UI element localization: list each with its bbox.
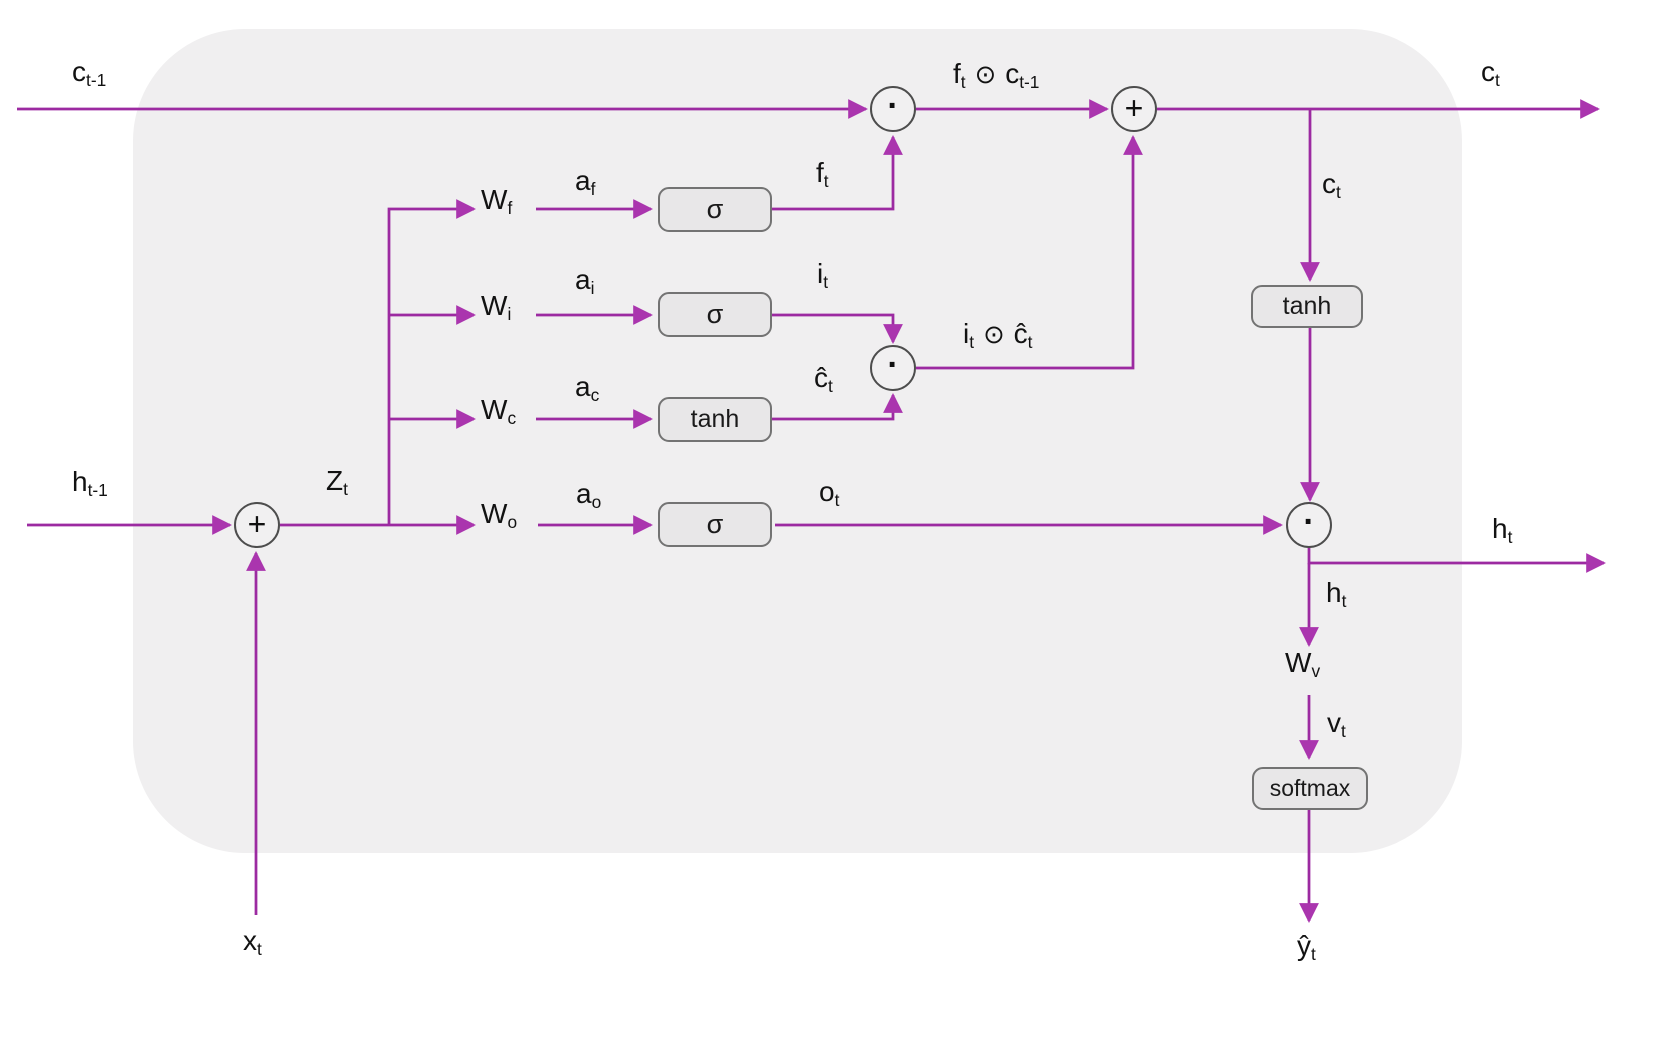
softmax-box: softmax	[1252, 767, 1368, 810]
label-ft-odot-cprev: ft⊙ct-1	[953, 58, 1040, 92]
candidate-gate-label: tanh	[690, 405, 740, 433]
label-ot: ot	[819, 476, 840, 510]
label-wc: Wc	[481, 394, 517, 428]
label-af: af	[575, 165, 596, 199]
label-wi: Wi	[481, 290, 512, 324]
cell-tanh-label: tanh	[1282, 292, 1332, 320]
forget-gate-label: σ	[706, 194, 724, 224]
add-node-z: +	[234, 502, 280, 548]
wire-candidate-to-mul	[772, 393, 903, 421]
multiply-node-forget: ·	[870, 86, 916, 132]
add-glyph: +	[247, 505, 267, 542]
label-it: it	[817, 258, 829, 292]
label-vt: vt	[1327, 707, 1346, 741]
label-yhat-t: ŷt	[1297, 930, 1316, 964]
multiply-node-hidden: ·	[1286, 502, 1332, 548]
output-gate-label: σ	[706, 509, 724, 539]
label-ao: ao	[576, 478, 602, 512]
forget-gate-box: σ	[658, 187, 772, 232]
wire-mulinput-to-add	[916, 135, 1143, 370]
multiply-glyph: ·	[887, 346, 899, 384]
label-wf: Wf	[481, 184, 513, 218]
softmax-label: softmax	[1269, 775, 1351, 801]
label-ct-out: ct	[1481, 56, 1500, 90]
label-c-prev: ct-1	[72, 56, 107, 90]
cell-tanh-box: tanh	[1251, 285, 1363, 328]
add-glyph: +	[1124, 89, 1144, 126]
multiply-glyph: ·	[1303, 503, 1315, 541]
label-chat-t: ĉt	[814, 362, 833, 396]
label-ai: ai	[575, 264, 595, 298]
label-wo: Wo	[481, 498, 518, 532]
cell-body-panel	[133, 29, 1462, 853]
label-xt: xt	[243, 925, 262, 959]
label-ft: ft	[816, 157, 829, 191]
label-h-prev: ht-1	[72, 466, 108, 500]
multiply-glyph: ·	[887, 87, 899, 125]
wire-trunk-to-wf	[387, 199, 476, 525]
output-gate-box: σ	[658, 502, 772, 547]
input-gate-box: σ	[658, 292, 772, 337]
label-wv: Wv	[1285, 647, 1321, 681]
multiply-node-input: ·	[870, 345, 916, 391]
wire-mulhidden-to-ht-out	[1307, 547, 1606, 573]
candidate-gate-box: tanh	[658, 397, 772, 442]
wire-input-gate-to-mul	[772, 313, 903, 344]
label-ac: ac	[575, 371, 600, 405]
label-ht-out: ht	[1492, 513, 1513, 547]
label-zt: Zt	[326, 465, 348, 499]
label-ct-branch: ct	[1322, 168, 1341, 202]
input-gate-label: σ	[706, 299, 724, 329]
label-it-odot-chat: it⊙ĉt	[963, 318, 1033, 352]
label-ht-branch: ht	[1326, 577, 1347, 611]
add-node-cell: +	[1111, 86, 1157, 132]
wire-forget-gate-to-mul	[772, 135, 903, 211]
